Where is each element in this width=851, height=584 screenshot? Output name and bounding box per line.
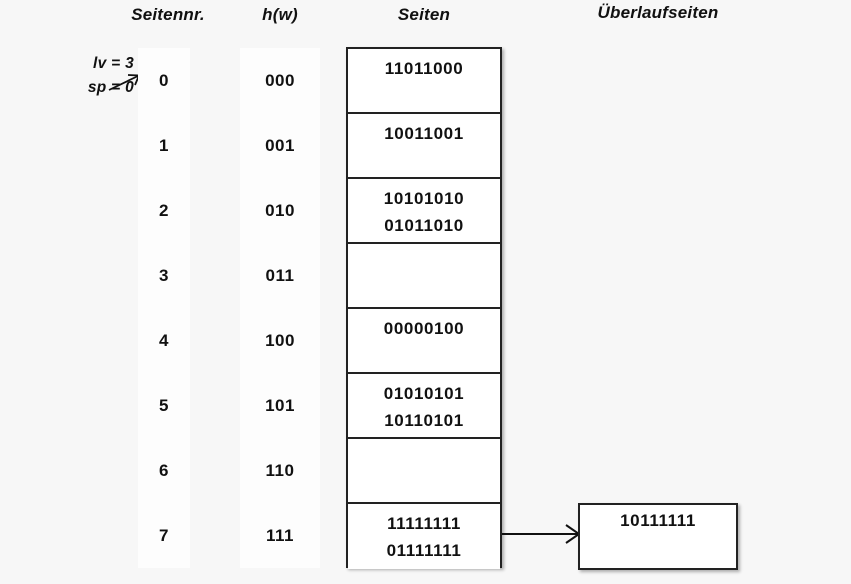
overflow-page-entry: 10111111 [620,511,696,530]
page-entry: 11011000 [384,59,464,78]
page-row [348,439,500,504]
seitennr-cell: 4 [159,330,169,350]
page-row: 11011000 [348,49,500,114]
overflow-link-arrow-icon [502,524,581,544]
hw-cell: 010 [265,200,295,220]
column-header-seiten: Seiten [397,5,451,24]
page-entry: 01111111 [386,541,462,560]
page-entry: 00000100 [383,319,465,338]
seitennr-cell: 5 [159,395,169,415]
hw-column-strip [240,48,320,568]
page-row: 10101010 01011010 [348,179,500,244]
page-entry: 10101010 [383,189,465,208]
seitennr-cell: 2 [159,200,169,220]
hw-cell: 001 [265,135,295,155]
overflow-page-box: 10111111 [578,503,738,570]
column-header-ueberlaufseiten: Überlaufseiten [597,3,719,22]
seitennr-cell: 6 [159,460,169,480]
page-row: 11111111 01111111 [348,504,500,569]
seitennr-cell: 7 [159,525,169,545]
column-header-seitennr: Seitennr. [131,5,205,24]
hw-cell: 100 [265,330,295,350]
hw-cell: 101 [265,395,295,415]
page-entry: 10110101 [384,411,464,430]
page-row [348,244,500,309]
seitennr-column-strip [138,48,190,568]
page-row: 10011001 [348,114,500,179]
hw-cell: 110 [265,460,295,480]
page-entry: 10011001 [384,124,464,143]
page-entry: 11111111 [387,514,461,533]
page-row: 00000100 [348,309,500,374]
hw-cell: 000 [265,70,295,90]
page-entry: 01010101 [383,384,465,403]
page-entry: 01011010 [384,216,464,235]
hw-column: 000 001 010 011 100 101 110 111 [240,48,320,568]
param-lv: lv = 3 [92,55,134,72]
column-header-hw: h(w) [262,5,298,24]
hw-cell: 011 [265,265,295,285]
pages-table: 11011000 10011001 10101010 01011010 0000… [346,47,502,569]
seitennr-cell: 0 [159,70,169,90]
seitennr-cell: 1 [159,135,169,155]
page-row: 01010101 10110101 [348,374,500,439]
seitennr-cell: 3 [159,265,169,285]
hw-cell: 111 [266,525,294,545]
seitennr-column: 0 1 2 3 4 5 6 7 [138,48,190,568]
